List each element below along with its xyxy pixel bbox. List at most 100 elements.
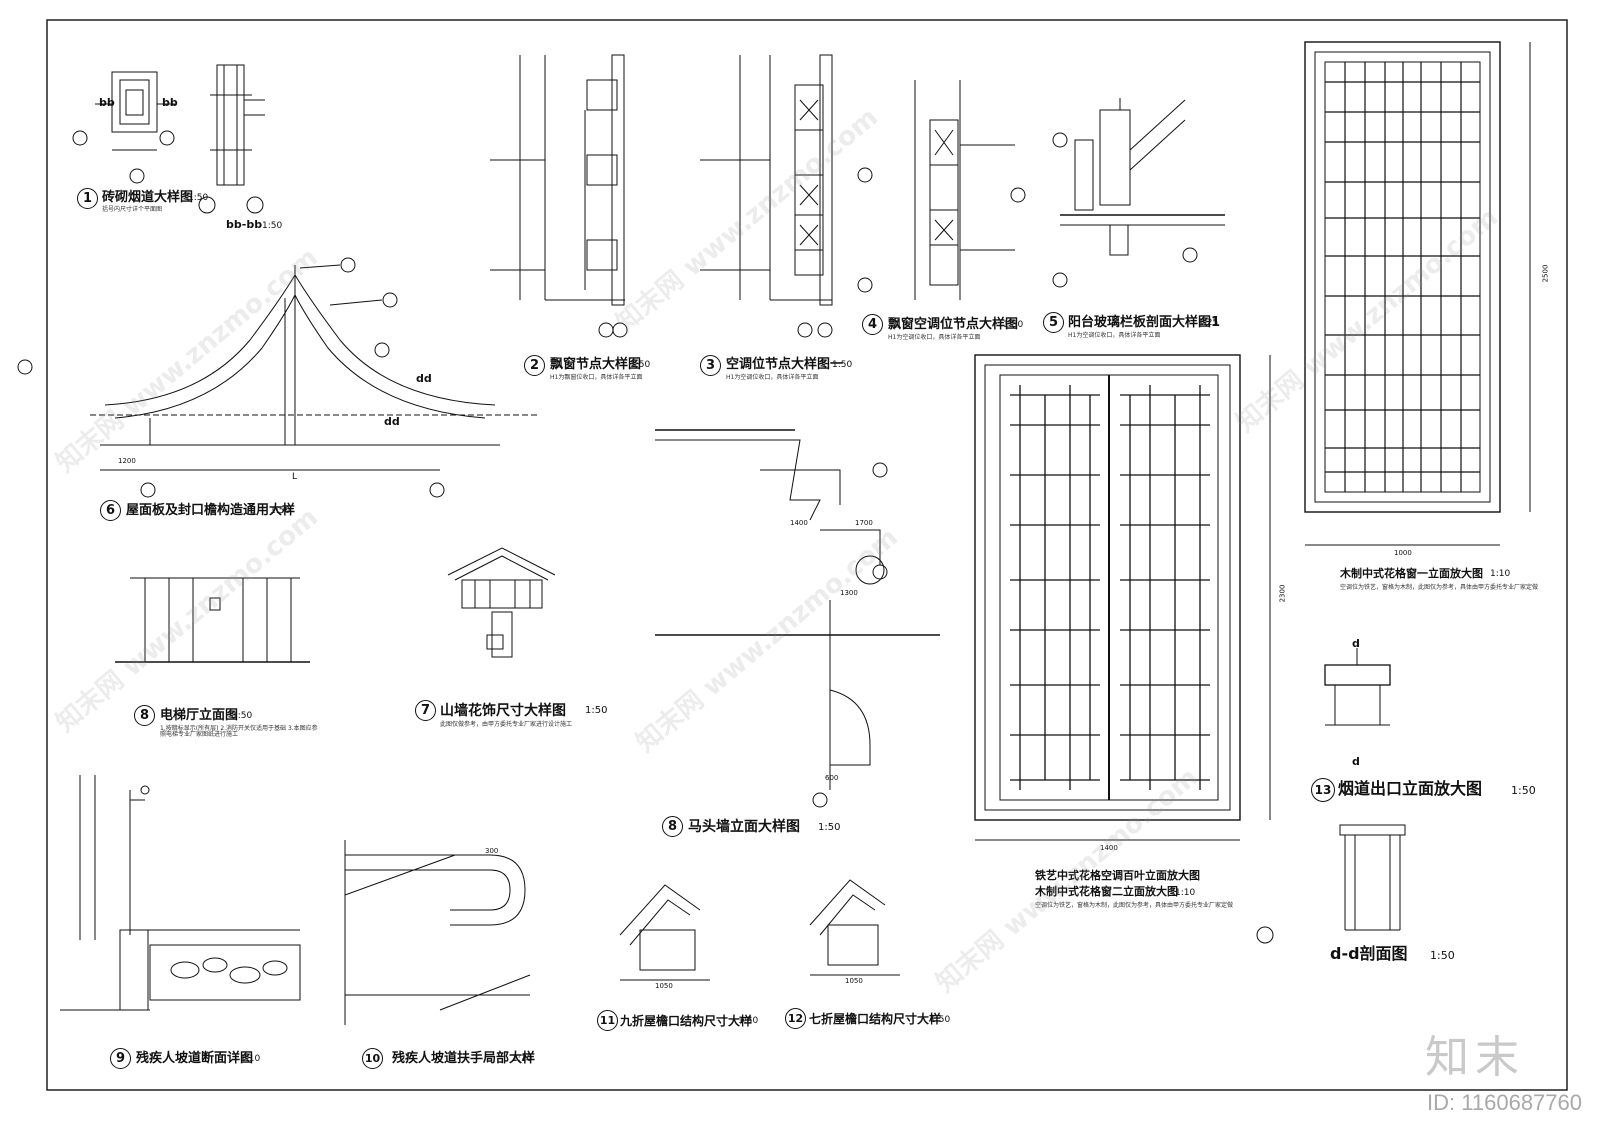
gable-ornament: [447, 547, 556, 658]
dimension-label: 1050: [845, 977, 863, 985]
dd-section-title: d-d剖面图: [1330, 944, 1408, 963]
detail-title: 飘窗节点大样图: [550, 357, 642, 372]
sheet-border: [46, 19, 1568, 1091]
detail-title: 残疾人坡道扶手局部大样: [392, 1051, 536, 1066]
detail-number: 9: [110, 1048, 131, 1069]
ramp-section: [60, 775, 301, 1011]
detail-title: 屋面板及封口檐构造通用大样: [126, 503, 296, 518]
detail-scale: 1:50: [585, 705, 608, 716]
detail-scale: 1:50: [232, 711, 253, 721]
window-2-width: 1400: [1100, 844, 1118, 852]
detail-title: 山墙花饰尺寸大样图: [440, 703, 566, 719]
horse-head-wall: [655, 429, 940, 808]
window-1-height: 2500: [1541, 264, 1550, 283]
dimension-label: 1700: [855, 519, 873, 527]
dimension-label: 1050: [655, 982, 673, 990]
detail-note: H1为空调位收口，具体详各平立面: [888, 334, 981, 341]
section-scale: 1:50: [262, 221, 283, 231]
detail-scale: 1:50: [1003, 320, 1024, 330]
window-2-scale: 1:10: [1175, 888, 1196, 898]
roof-eave-section: [17, 257, 540, 498]
detail-title: 空调位节点大样图一: [726, 357, 844, 372]
detail-scale: 1:25: [1198, 318, 1219, 328]
ramp-handrail: [344, 840, 531, 1025]
detail-scale: 1:50: [930, 1015, 951, 1025]
ac-position-section: [700, 54, 833, 338]
detail-number: 5: [1043, 312, 1064, 333]
detail-title: 残疾人坡道断面详图: [136, 1051, 254, 1066]
detail-title: 电梯厅立面图: [160, 708, 239, 723]
dimension-label: 600: [825, 774, 839, 782]
dimension-label: 1200: [118, 457, 136, 465]
detail-scale: 1:50: [738, 1016, 759, 1026]
detail-note: 括号内尺寸详个平面图: [102, 206, 163, 213]
window-2-title-2: 木制中式花格窗二立面放大图: [1035, 885, 1178, 898]
detail-number: 12: [785, 1008, 806, 1029]
detail-number: 2: [524, 355, 545, 376]
balcony-railing-section: [1052, 98, 1225, 288]
detail-number: 6: [100, 500, 121, 521]
window-1-title: 木制中式花格窗一立面放大图: [1340, 567, 1483, 580]
detail-note: H1为飘窗位收口，具体详各平立面: [550, 374, 643, 381]
window-1-scale: 1:10: [1490, 569, 1511, 579]
detail-scale: 1:10: [240, 1054, 261, 1064]
watermark-logo: 知末: [1425, 1032, 1525, 1083]
section-mark-bb: bb: [99, 96, 115, 109]
section-mark-d: d: [1352, 755, 1360, 768]
detail-scale: 1:50: [832, 360, 853, 370]
detail-scale: 1:50: [630, 360, 651, 370]
window-1-elevation: [1304, 41, 1531, 546]
window-2-height: 2300: [1278, 584, 1287, 603]
dimension-label: L: [292, 472, 298, 482]
detail-title: 九折屋檐口结构尺寸大样: [620, 1014, 753, 1028]
window-2-elevation: [974, 354, 1271, 841]
detail-number: 3: [700, 355, 721, 376]
elevator-hall-elevation: [115, 577, 310, 663]
detail-number: 1: [77, 188, 98, 209]
detail-number: 8: [134, 705, 155, 726]
watermark-id: ID: 1160687760: [1427, 1090, 1582, 1115]
detail-note: 1.按暗标显示(所有层) 2.消防开关仅适用于基础 3.本图应参照电梯专业厂家图…: [160, 725, 318, 738]
section-mark-bb: bb: [162, 96, 178, 109]
detail-note: H1为空调位收口，具体详各平立面: [726, 374, 819, 381]
detail-title: 七折屋檐口结构尺寸大样: [809, 1012, 942, 1026]
detail-title: 飘窗空调位节点大样图: [888, 317, 1019, 332]
dimension-label: 1400: [790, 519, 808, 527]
dimension-label: 1300: [840, 589, 858, 597]
dimension-label: 300: [485, 847, 499, 855]
section-title-bb: bb-bb: [226, 218, 263, 231]
detail-number: 4: [862, 314, 883, 335]
detail-title: 烟道出口立面放大图: [1338, 779, 1483, 798]
dd-section: [1256, 824, 1406, 944]
detail-number: 11: [597, 1010, 618, 1031]
seven-fold-eave: [809, 879, 900, 976]
detail-note: 此图仅做参考，由甲方委托专业厂家进行设计施工: [440, 721, 573, 728]
detail-note: H1为空调位收口，具体详各平立面: [1068, 332, 1161, 339]
flue-detail: [72, 64, 265, 214]
window-2-title-1: 铁艺中式花格空调百叶立面放大图: [1035, 869, 1200, 882]
detail-number: 7: [415, 700, 436, 721]
detail-scale: 1:50: [270, 506, 291, 516]
bay-window-section: [490, 54, 628, 338]
dd-section-scale: 1:50: [1430, 949, 1455, 962]
detail-scale: 1:10: [512, 1054, 533, 1064]
detail-number: 8: [662, 816, 683, 837]
detail-scale: 1:50: [818, 822, 841, 833]
flue-outlet-elevation: [1324, 648, 1391, 726]
detail-scale: 1:50: [188, 193, 209, 203]
detail-number: 13: [1311, 778, 1335, 802]
section-mark-d: d: [1352, 637, 1360, 650]
window-2-note: 空调位为铁艺，窗格为木制，此图仅为参考，具体由甲方委托专业厂家定做: [1035, 902, 1234, 909]
section-mark-dd: dd: [416, 372, 432, 385]
detail-title: 马头墙立面大样图: [688, 819, 800, 835]
detail-number: 10: [362, 1048, 383, 1069]
nine-fold-eave: [619, 884, 710, 981]
bay-ac-section: [857, 80, 1026, 300]
detail-title: 砖砌烟道大样图: [102, 190, 194, 205]
detail-scale: 1:50: [1511, 784, 1536, 797]
detail-title: 阳台玻璃栏板剖面大样图1: [1068, 315, 1221, 330]
window-1-width: 1000: [1394, 549, 1412, 557]
section-mark-dd: dd: [384, 415, 400, 428]
